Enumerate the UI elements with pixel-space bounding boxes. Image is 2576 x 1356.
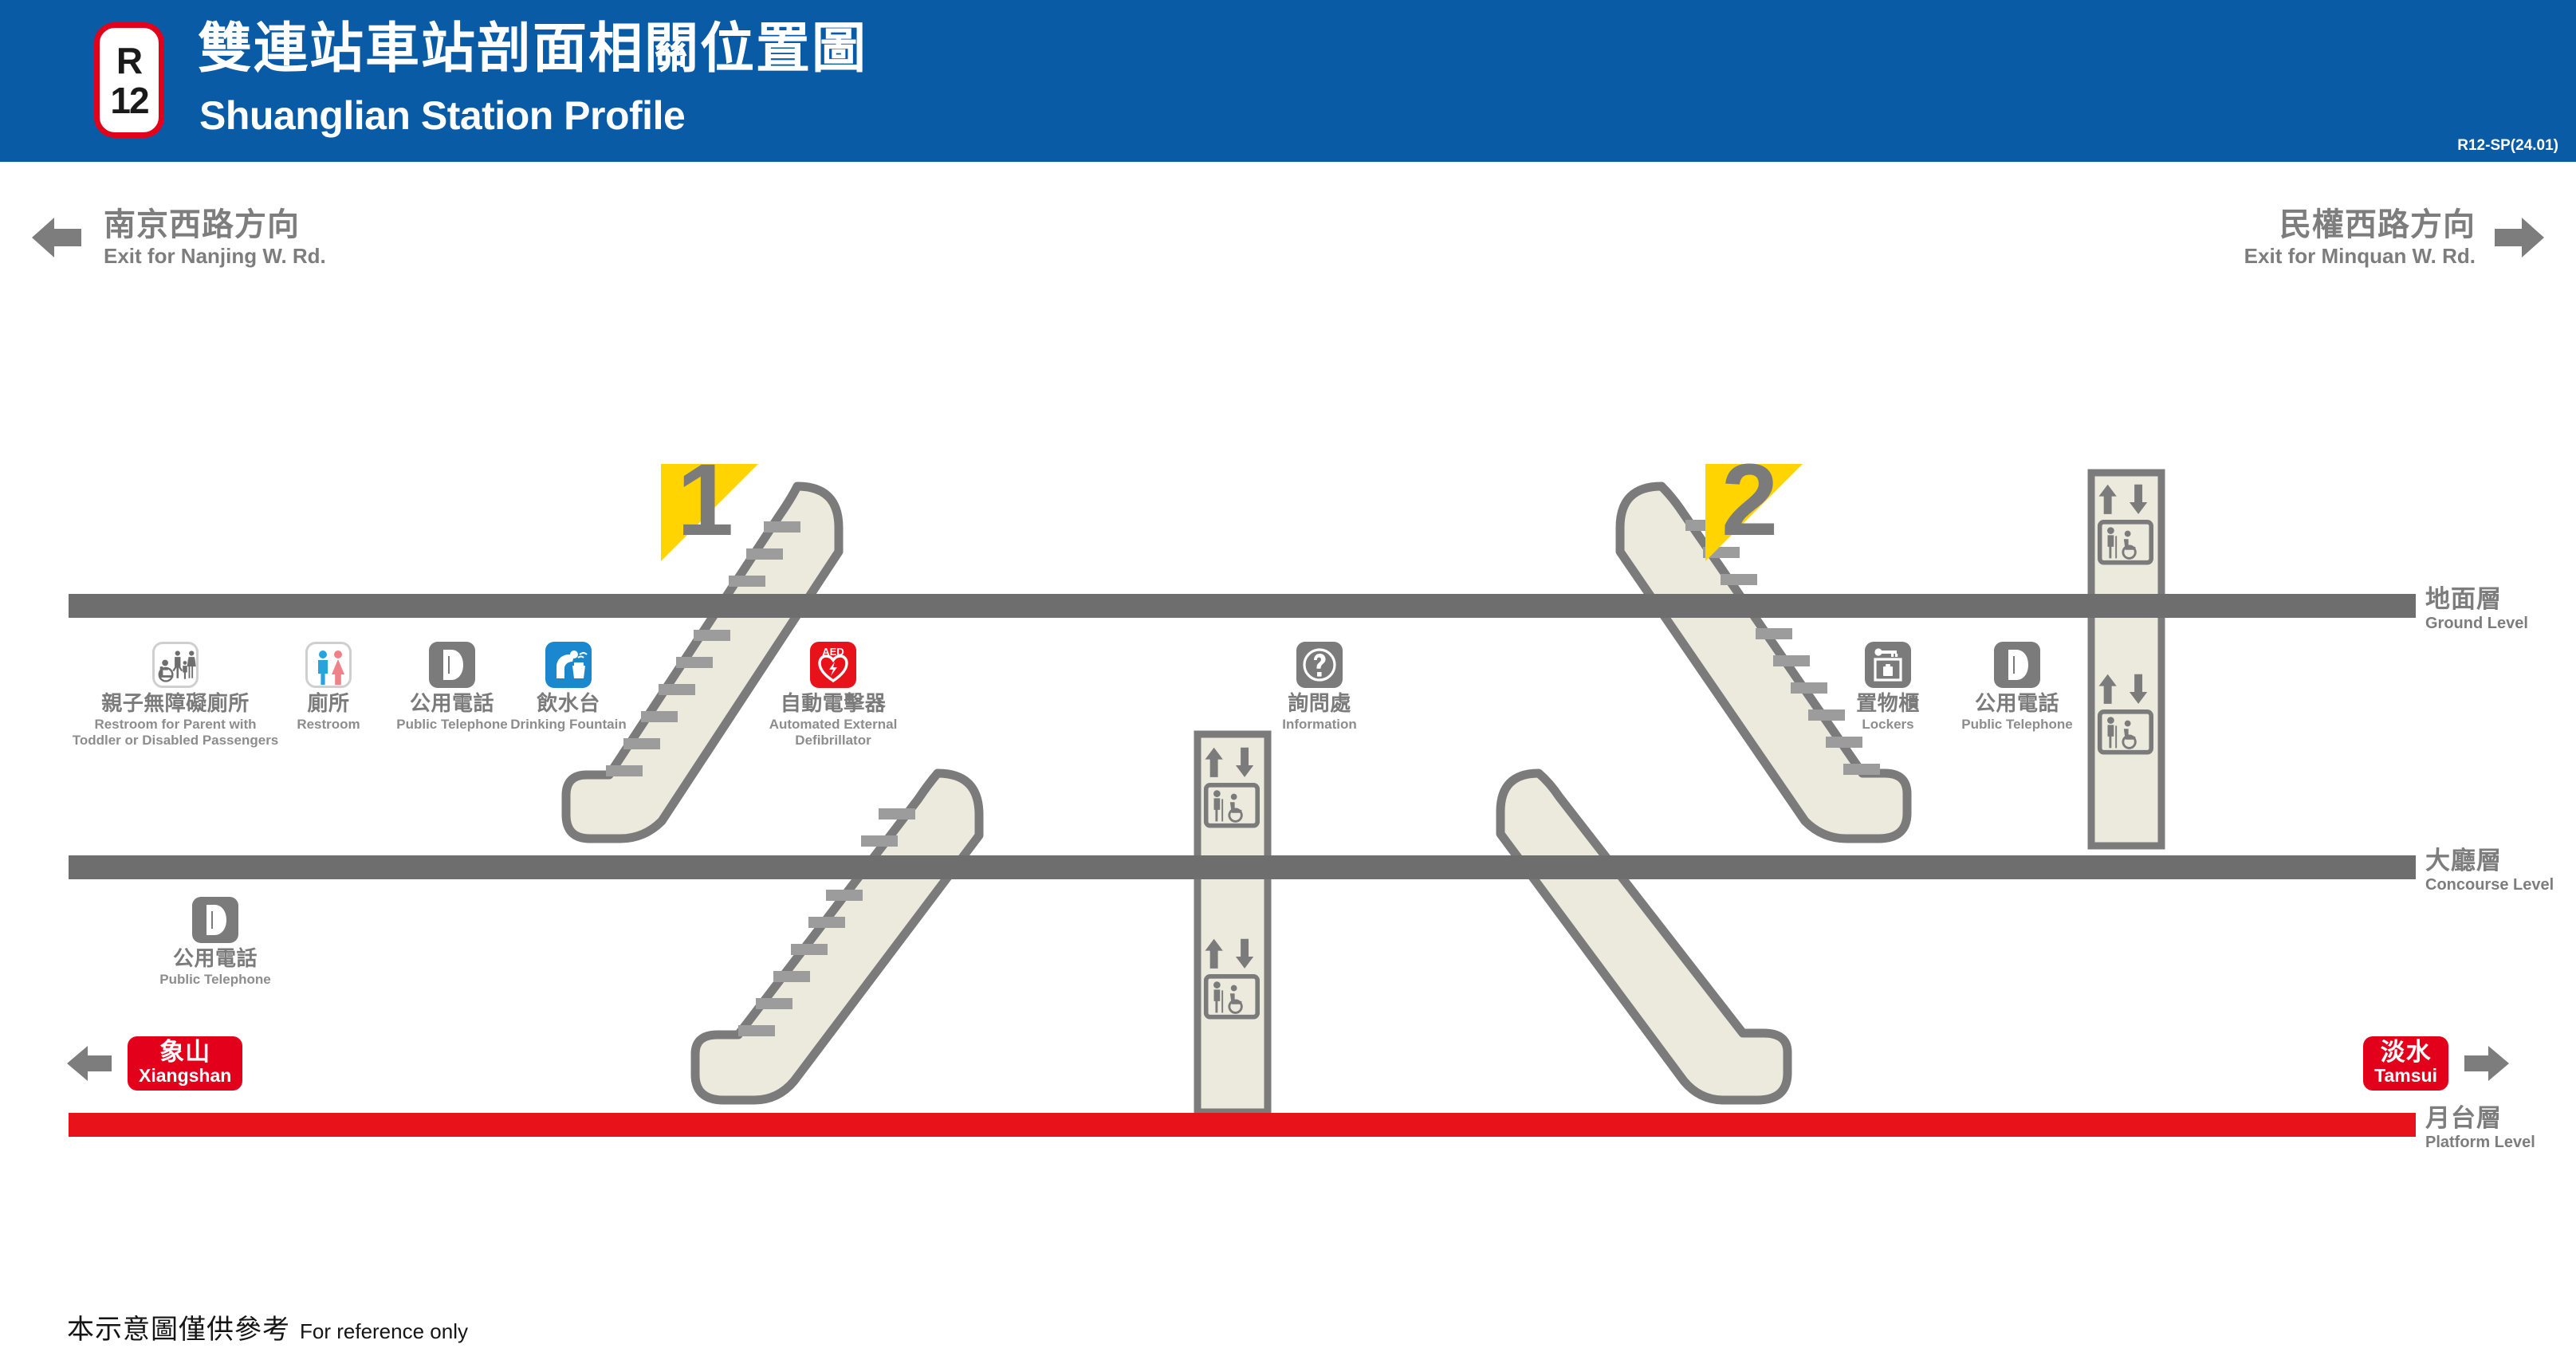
destination-right-badge: 淡水 Tamsui (2363, 1036, 2448, 1091)
level-label-platform-cn: 月台層 (2425, 1104, 2502, 1133)
facility-public-telephone-ground-left-cn: 公用電話 (409, 692, 494, 716)
line-letter: R (116, 39, 143, 81)
facility-information-en: Information (1282, 717, 1357, 733)
facility-public-telephone-concourse: 公用電話 Public Telephone (124, 897, 307, 988)
escalator-concourse-to-platform-2 (1496, 768, 1792, 1105)
facility-restroom-cn: 廁所 (307, 692, 350, 716)
facility-lockers-cn: 置物櫃 (1856, 692, 1920, 716)
facility-family-restroom: 親子無障礙廁所 Restroom for Parent with Toddler… (0, 642, 351, 749)
facility-public-telephone-ground-right-en: Public Telephone (1961, 717, 2073, 733)
restroom-icon (305, 642, 352, 688)
page-header: R 12 雙連站車站剖面相關位置圖 Shuanglian Station Pro… (0, 0, 2576, 162)
exit-direction-left-cn: 南京西路方向 (104, 206, 300, 243)
facility-family-restroom-en-1: Restroom for Parent with (94, 717, 257, 733)
level-band-concourse (69, 855, 2416, 879)
destination-right-en: Tamsui (2374, 1065, 2437, 1086)
facility-family-restroom-en-2: Toddler or Disabled Passengers (72, 733, 279, 749)
facility-restroom: 廁所 Restroom (257, 642, 400, 733)
facility-public-telephone-concourse-en: Public Telephone (159, 972, 271, 988)
facility-aed: AED 自動電擊器 Automated External Defibrillat… (741, 642, 925, 749)
station-number: 12 (110, 79, 149, 121)
exit-direction-left-en: Exit for Nanjing W. Rd. (104, 244, 326, 268)
footer-disclaimer: 本示意圖僅供參考 For reference only (67, 1307, 468, 1346)
level-label-concourse-en: Concourse Level (2425, 875, 2554, 894)
destination-right: 淡水 Tamsui (2363, 1036, 2511, 1091)
destination-left-en: Xiangshan (139, 1065, 232, 1086)
facility-public-telephone-ground-right-cn: 公用電話 (1974, 692, 2059, 716)
level-label-platform: 月台層 Platform Level (2425, 1106, 2535, 1151)
facility-aed-en-2: Defibrillator (795, 733, 871, 749)
information-icon (1296, 642, 1343, 688)
escalator-ground-to-concourse-1 (561, 481, 844, 843)
level-label-concourse: 大廳層 Concourse Level (2425, 848, 2554, 894)
facility-lockers: 置物櫃 Lockers (1808, 642, 1968, 733)
exit-marker-2: 2 (1702, 450, 1806, 564)
arrow-left-icon (67, 1046, 112, 1081)
footer-disclaimer-en: For reference only (300, 1319, 468, 1343)
exit-marker-1: 1 (658, 450, 761, 564)
facility-drinking-fountain: 飲水台 Drinking Fountain (477, 642, 660, 733)
document-code: R12-SP(24.01) (2457, 137, 2558, 154)
page-title-cn: 雙連站車站剖面相關位置圖 (198, 18, 868, 81)
exit-triangle-icon (1705, 464, 1803, 561)
level-label-ground-en: Ground Level (2425, 614, 2528, 632)
destination-left-cn: 象山 (159, 1038, 211, 1067)
destination-left-badge: 象山 Xiangshan (128, 1036, 243, 1091)
aed-icon: AED (810, 642, 856, 688)
level-label-ground: 地面層 Ground Level (2425, 587, 2528, 632)
facility-information-cn: 詢問處 (1288, 692, 1351, 716)
level-band-platform (69, 1113, 2416, 1137)
exit-triangle-icon (661, 464, 758, 561)
page-title-en: Shuanglian Station Profile (199, 93, 686, 138)
exit-number-2: 2 (1721, 443, 1778, 557)
lockers-icon (1865, 642, 1911, 688)
facility-public-telephone-ground-left: 公用電話 Public Telephone (360, 642, 544, 733)
level-label-platform-en: Platform Level (2425, 1133, 2535, 1151)
elevator-concourse-to-platform (1194, 730, 1272, 1116)
elevator-ground-to-concourse (2087, 469, 2165, 850)
facility-aed-cn: 自動電擊器 (780, 692, 887, 716)
exit-direction-right: 民權西路方向 Exit for Minquan W. Rd. (2244, 209, 2546, 266)
arrow-right-icon (2495, 218, 2544, 257)
facility-information: 詢問處 Information (1228, 642, 1411, 733)
facility-aed-en-1: Automated External (769, 717, 898, 733)
exit-direction-right-en: Exit for Minquan W. Rd. (2244, 244, 2476, 268)
escalator-concourse-to-platform-1 (690, 768, 984, 1105)
exit-direction-left: 南京西路方向 Exit for Nanjing W. Rd. (30, 209, 326, 266)
drinking-fountain-icon (545, 642, 592, 688)
exit-number-1: 1 (677, 443, 733, 557)
facility-public-telephone-ground-left-en: Public Telephone (396, 717, 508, 733)
level-label-ground-cn: 地面層 (2425, 585, 2502, 614)
public-telephone-icon (429, 642, 475, 688)
svg-text:AED: AED (822, 646, 844, 658)
destination-left: 象山 Xiangshan (65, 1036, 243, 1091)
facility-public-telephone-ground-right: 公用電話 Public Telephone (1925, 642, 2109, 733)
facility-public-telephone-concourse-cn: 公用電話 (172, 947, 258, 971)
public-telephone-icon (192, 897, 238, 943)
facility-restroom-en: Restroom (297, 717, 360, 733)
station-code-badge: R 12 (94, 22, 164, 138)
facility-drinking-fountain-en: Drinking Fountain (510, 717, 627, 733)
facility-drinking-fountain-cn: 飲水台 (537, 692, 600, 716)
facility-family-restroom-cn: 親子無障礙廁所 (101, 692, 250, 716)
level-band-ground (69, 594, 2416, 618)
arrow-left-icon (32, 218, 81, 257)
exit-direction-right-cn: 民權西路方向 (2279, 206, 2476, 243)
footer-disclaimer-cn: 本示意圖僅供參考 (67, 1314, 290, 1346)
arrow-right-icon (2464, 1046, 2509, 1081)
level-label-concourse-cn: 大廳層 (2425, 847, 2502, 875)
accessible-family-restroom-icon (152, 642, 199, 688)
destination-right-cn: 淡水 (2380, 1038, 2432, 1067)
public-telephone-icon (1994, 642, 2040, 688)
facility-lockers-en: Lockers (1862, 717, 1914, 733)
